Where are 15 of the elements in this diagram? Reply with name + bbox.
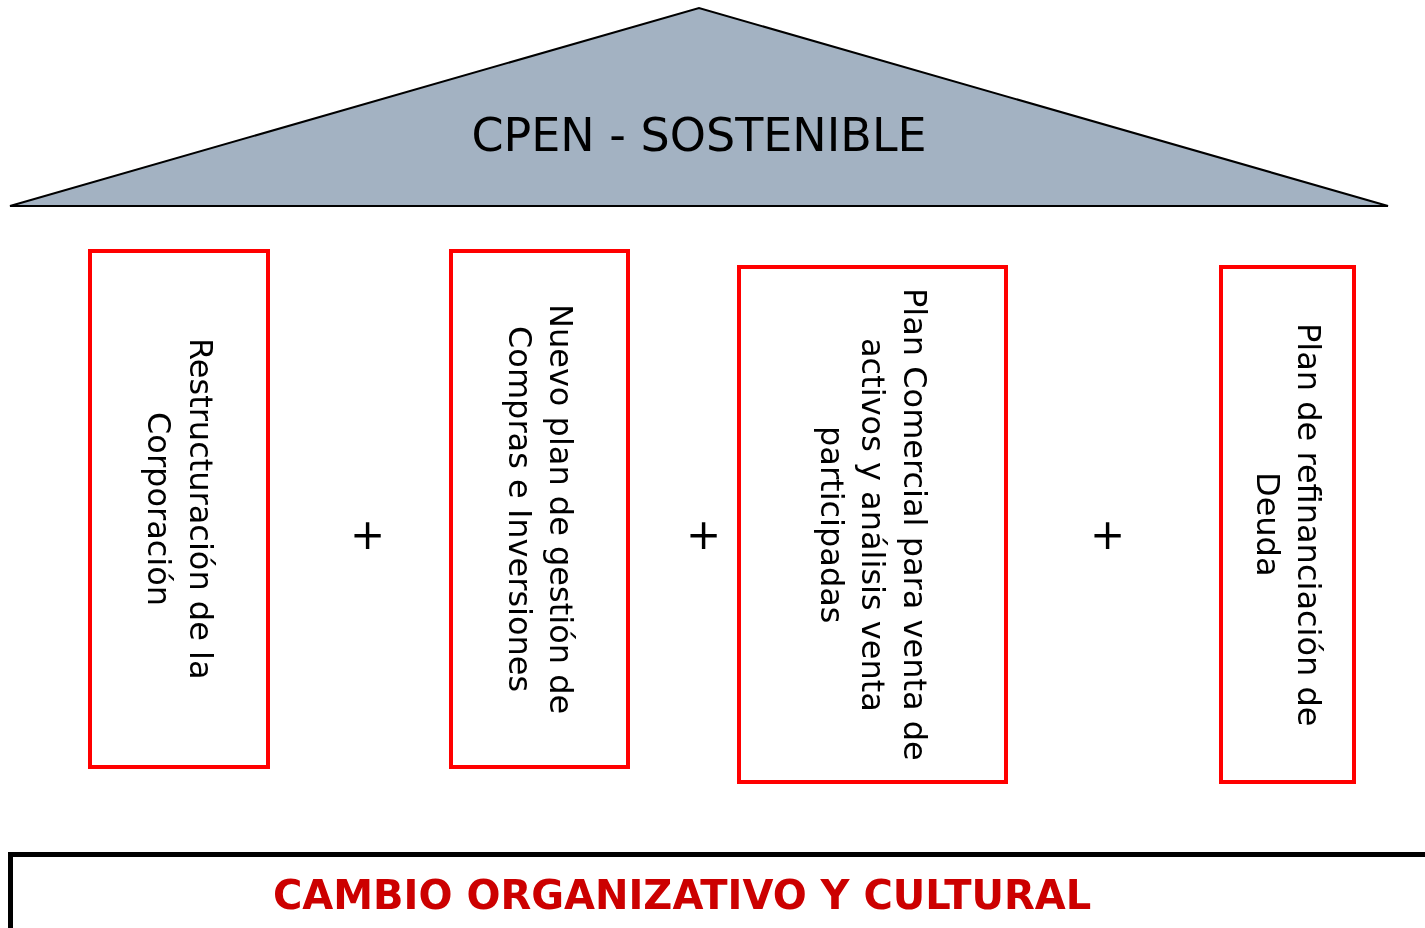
plus-sign: + xyxy=(350,514,386,556)
pillar-text: Plan Comercial para venta de activos y análisis venta participadas xyxy=(811,287,935,763)
roof-title: CPEN - SOSTENIBLE xyxy=(471,110,927,161)
pillar-box xyxy=(449,249,630,769)
plus-sign: + xyxy=(686,514,722,556)
pillar-box xyxy=(737,265,1008,784)
pillar-text: Nuevo plan de gestión de Compras e Inversiones xyxy=(499,302,582,717)
pillar-box xyxy=(1219,265,1356,784)
roof-triangle xyxy=(8,6,1390,208)
pillar-box xyxy=(88,249,270,769)
foundation-band xyxy=(8,852,1425,928)
pillar-text: Plan de refinanciación de Deuda xyxy=(1247,321,1330,729)
pillar-text: Restructuración de la Corporación xyxy=(139,337,221,682)
plus-sign: + xyxy=(1090,514,1126,556)
foundation-text: CAMBIO ORGANIZATIVO Y CULTURAL xyxy=(273,873,1092,917)
